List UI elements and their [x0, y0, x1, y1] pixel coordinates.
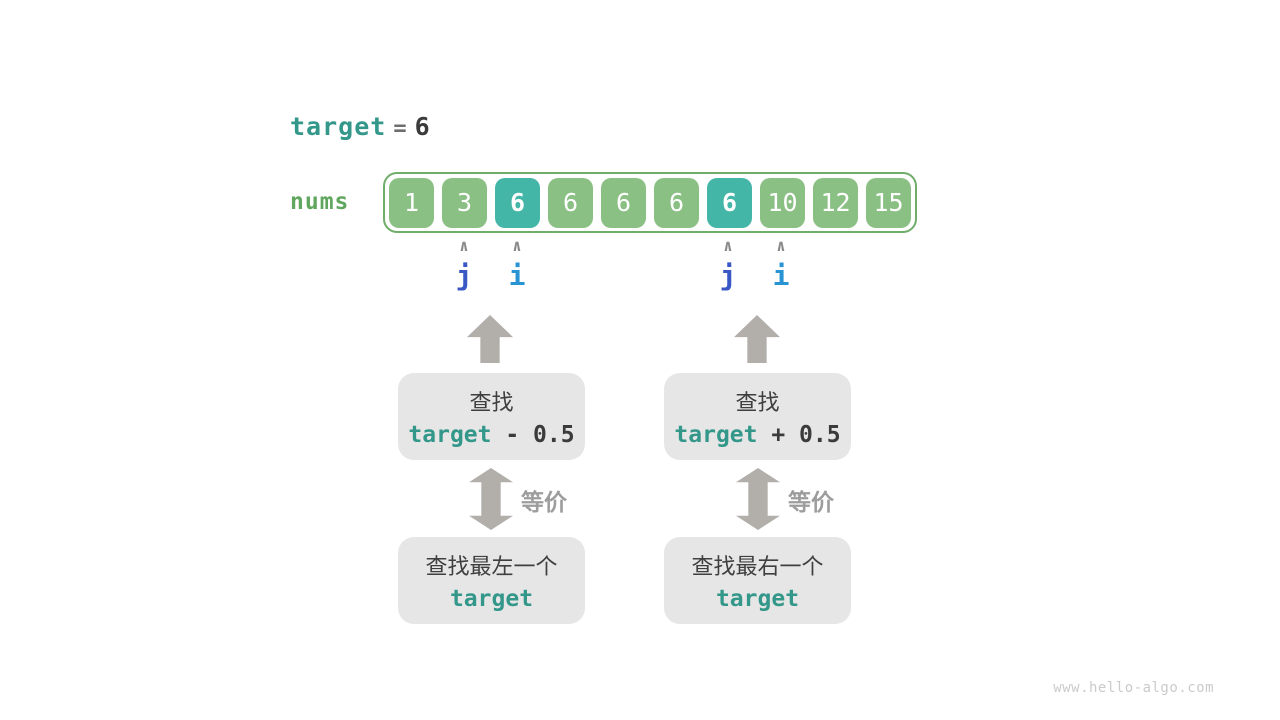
- nums-array: 1 3 6 6 6 6 6 10 12 15: [383, 172, 917, 233]
- array-cell: 6: [654, 177, 699, 228]
- watermark: www.hello-algo.com: [1053, 680, 1214, 696]
- pointer-label: j: [455, 259, 473, 292]
- target-keyword: target: [449, 586, 534, 612]
- search-target-plus-box: 查找 target + 0.5: [664, 373, 851, 460]
- search-target-minus-box: 查找 target - 0.5: [398, 373, 585, 460]
- caret-up-icon: ∧: [459, 236, 469, 255]
- target-keyword: target: [408, 422, 492, 448]
- search-text: 查找: [469, 390, 514, 415]
- array-cell: 12: [813, 177, 858, 228]
- target-value: 6: [414, 112, 431, 141]
- target-keyword: target: [290, 112, 387, 141]
- up-arrow-icon: [734, 315, 780, 363]
- caret-up-icon: ∧: [512, 236, 522, 255]
- pointer-i-right: ∧ i: [759, 238, 803, 290]
- array-cell-highlighted: 6: [495, 177, 540, 228]
- caret-up-icon: ∧: [723, 236, 733, 255]
- nums-label: nums: [290, 189, 350, 215]
- array-cell: 6: [601, 177, 646, 228]
- pointer-label: j: [719, 259, 737, 292]
- expression-suffix: - 0.5: [491, 422, 575, 448]
- pointer-label: i: [772, 259, 790, 292]
- expression-suffix: + 0.5: [757, 422, 841, 448]
- equivalence-label: 等价: [788, 489, 834, 515]
- array-cell: 15: [866, 177, 911, 228]
- array-cell: 10: [760, 177, 805, 228]
- target-assignment: target=6: [290, 112, 431, 141]
- array-cell: 1: [389, 177, 434, 228]
- pointer-i-left: ∧ i: [495, 238, 539, 290]
- equivalence-arrow-icon: [736, 468, 780, 530]
- caret-up-icon: ∧: [776, 236, 786, 255]
- pointer-j-left: ∧ j: [442, 238, 486, 290]
- up-arrow-icon: [467, 315, 513, 363]
- array-cell-highlighted: 6: [707, 177, 752, 228]
- target-keyword: target: [674, 422, 758, 448]
- pointer-label: i: [508, 259, 526, 292]
- array-cell: 6: [548, 177, 593, 228]
- target-keyword: target: [715, 586, 800, 612]
- result-text: 查找最右一个: [691, 554, 824, 579]
- equals-sign: =: [393, 116, 408, 141]
- equivalence-arrow-icon: [469, 468, 513, 530]
- array-cell: 3: [442, 177, 487, 228]
- equivalence-label: 等价: [521, 489, 567, 515]
- result-text: 查找最左一个: [425, 554, 558, 579]
- pointer-j-right: ∧ j: [706, 238, 750, 290]
- find-rightmost-target-box: 查找最右一个 target: [664, 537, 851, 624]
- find-leftmost-target-box: 查找最左一个 target: [398, 537, 585, 624]
- search-text: 查找: [735, 390, 780, 415]
